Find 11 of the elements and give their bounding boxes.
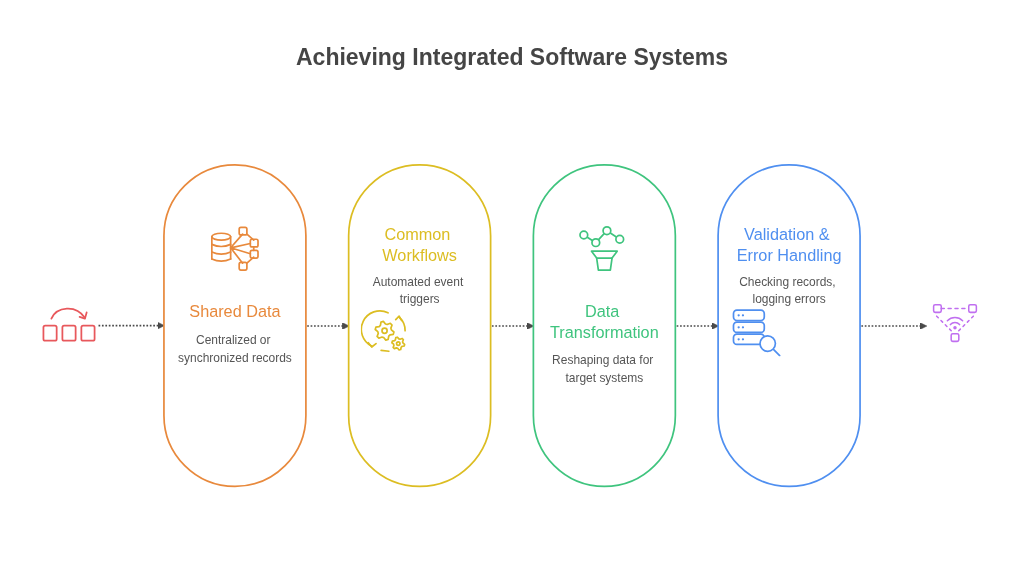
node-title: Common Workflows bbox=[382, 225, 457, 265]
node-title: Shared Data bbox=[189, 302, 281, 321]
node-title: Data Transformation bbox=[550, 302, 659, 342]
node-description: Centralized or synchronized records bbox=[177, 331, 293, 367]
dashed-arrow bbox=[675, 322, 719, 331]
dashed-arrow bbox=[860, 322, 928, 331]
node-description: Checking records, logging errors bbox=[738, 275, 837, 309]
node-description: Automated event triggers bbox=[371, 275, 465, 309]
diagram-title: Achieving Integrated Software Systems bbox=[296, 44, 728, 71]
node-description: Reshaping data for target systems bbox=[551, 352, 655, 388]
node-title: Validation & Error Handling bbox=[736, 225, 842, 265]
